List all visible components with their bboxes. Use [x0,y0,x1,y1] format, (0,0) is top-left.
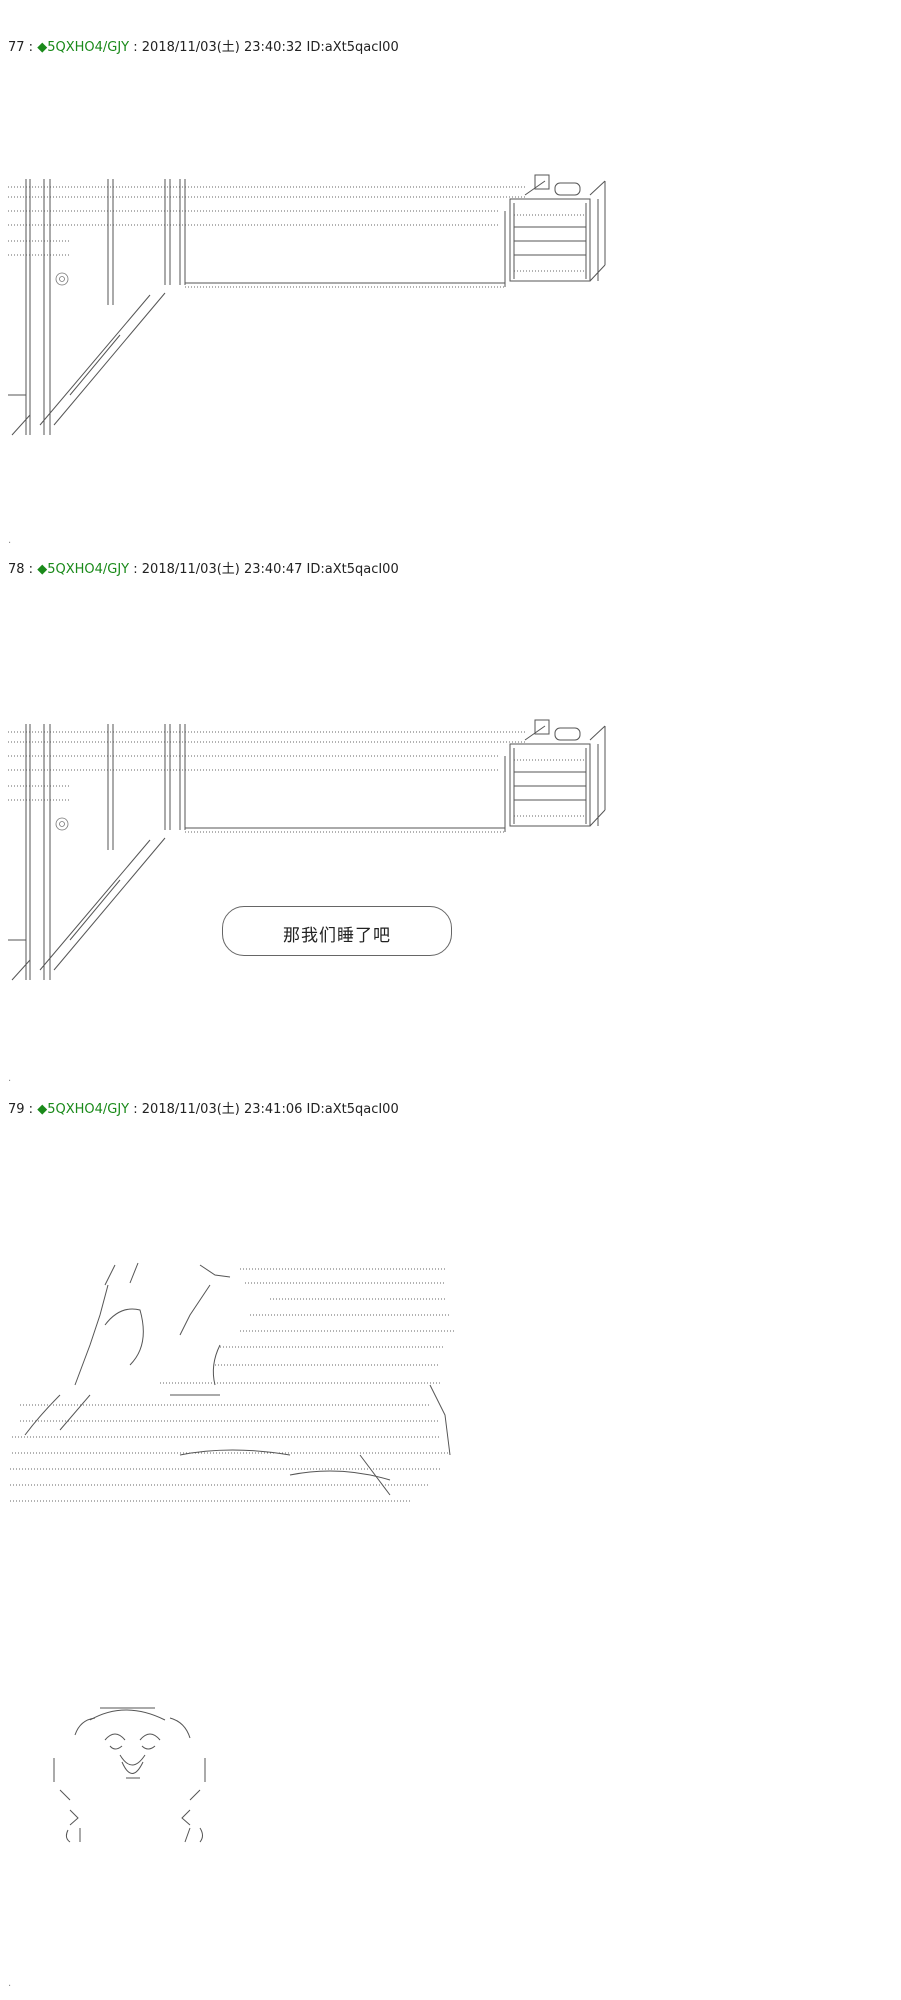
diamond-icon: ◆ [37,40,48,55]
diamond-icon: ◆ [37,562,48,577]
stray-mark: . [8,1978,12,1989]
stray-mark: . [8,1073,12,1084]
tripcode[interactable]: 5QXHO4/GJY [47,40,130,55]
post-number: 79 [8,1102,25,1117]
ascii-art-shelf-1 [0,174,620,455]
shelf-drawing [8,174,606,436]
shelf-art [8,174,606,436]
shelf-art [8,719,606,981]
tripcode[interactable]: 5QXHO4/GJY [47,562,130,577]
ascii-art-face [40,1700,220,1843]
post-id: ID:aXt5qacI00 [302,40,399,55]
face-art [53,1707,206,1843]
bedding-art [10,1262,455,1502]
face-drawing [53,1707,206,1843]
post-header-78: 78 : ◆5QXHO4/GJY : 2018/11/03(土) 23:40:4… [8,562,399,577]
post-datetime: 2018/11/03(土) 23:40:47 [141,562,303,577]
post-datetime: 2018/11/03(土) 23:40:32 [141,40,303,55]
bedding-drawing [10,1262,455,1502]
ascii-art-shelf-2 [0,719,620,1000]
post-id: ID:aXt5qacI00 [302,1102,399,1117]
post-number: 78 [8,562,25,577]
speech-bubble: 那我们睡了吧 [222,906,452,956]
shelf-drawing [8,719,606,981]
post-number: 77 [8,40,25,55]
post-header-77: 77 : ◆5QXHO4/GJY : 2018/11/03(土) 23:40:3… [8,40,399,55]
ascii-art-bedding [0,1255,470,1555]
post-id: ID:aXt5qacI00 [302,562,399,577]
diamond-icon: ◆ [37,1102,48,1117]
post-datetime: 2018/11/03(土) 23:41:06 [141,1102,303,1117]
speech-bubble-text: 那我们睡了吧 [283,926,391,946]
tripcode[interactable]: 5QXHO4/GJY [47,1102,130,1117]
post-header-79: 79 : ◆5QXHO4/GJY : 2018/11/03(土) 23:41:0… [8,1102,399,1117]
stray-mark: . [8,535,12,546]
